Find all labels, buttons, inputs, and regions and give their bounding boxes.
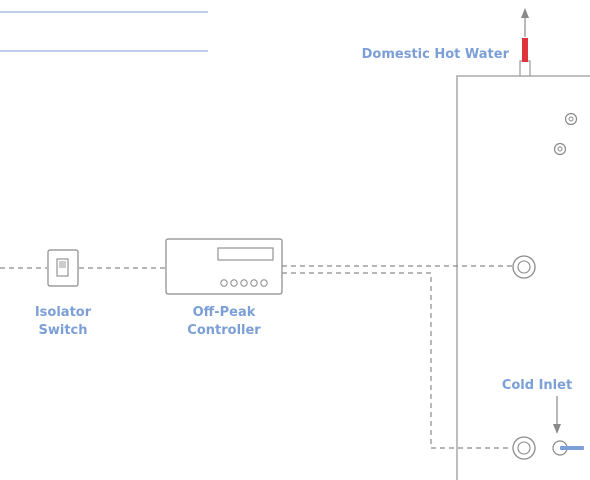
element-port-icon xyxy=(512,255,536,279)
rocker-switch-icon xyxy=(47,249,79,287)
domestic-hot-water-label: Domestic Hot Water xyxy=(362,47,510,62)
isolator-switch-label-line2: Switch xyxy=(38,323,87,338)
sensor-port-icon xyxy=(553,142,567,156)
wiring-to-lower-element xyxy=(282,272,512,449)
cylinder-tank xyxy=(456,75,590,480)
cold-inlet-arrow-icon xyxy=(553,424,561,434)
hot-water-flow-arrow-icon xyxy=(521,8,529,18)
isolator-switch-label-line1: Isolator xyxy=(35,305,92,320)
hot-water-outlet-pipe xyxy=(519,17,531,77)
element-port-icon xyxy=(512,436,536,460)
timer-controller-icon xyxy=(165,238,283,295)
cold-inlet-pipe xyxy=(552,440,584,456)
off-peak-controller-label-line1: Off-Peak xyxy=(193,305,256,320)
off-peak-controller-label-line2: Controller xyxy=(187,323,261,338)
sensor-port-icon xyxy=(564,112,578,126)
cold-inlet-label: Cold Inlet xyxy=(502,378,572,393)
